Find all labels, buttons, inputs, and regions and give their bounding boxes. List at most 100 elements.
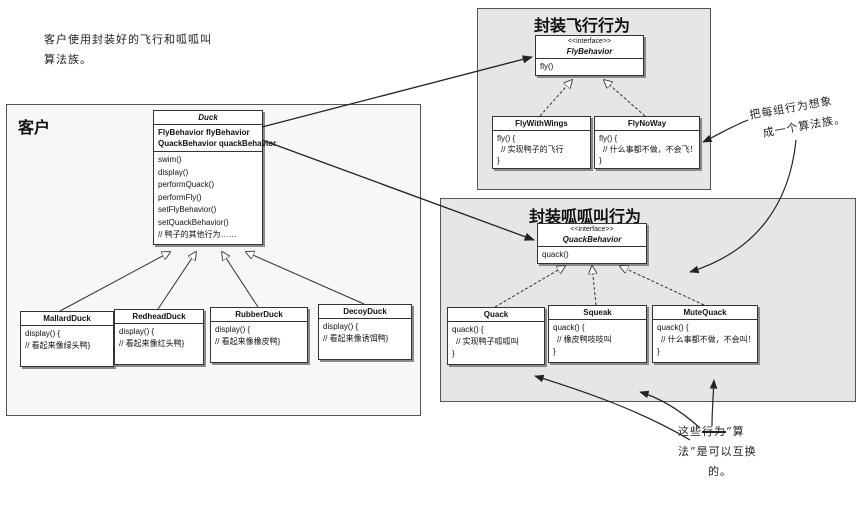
- code-line: // 实现鸭子呱呱叫: [456, 337, 519, 346]
- code-line: fly() {: [497, 134, 516, 143]
- field: FlyBehavior flyBehavior: [158, 128, 250, 137]
- interface-name: QuackBehavior: [562, 235, 622, 244]
- interface-header: <<interface>> FlyBehavior: [536, 36, 643, 59]
- code-line: // 看起来像诱饵鸭}: [323, 334, 389, 343]
- has-a-flybehavior: [261, 55, 534, 128]
- code-line: // 看起来像绿头鸭}: [25, 341, 91, 350]
- implements-squeak: [592, 266, 596, 306]
- method: fly(): [540, 62, 554, 71]
- code-line: }: [452, 349, 455, 358]
- note-pointer-quack-class: [534, 374, 691, 441]
- method: performQuack(): [158, 180, 215, 189]
- note-interchangeable-algorithms: 这些行为“算 法”是可以互换 的。: [678, 422, 757, 482]
- fly-with-wings-class: FlyWithWings fly() { // 实现鸭子的飞行 }: [492, 116, 591, 169]
- note-line: 的。: [678, 462, 757, 482]
- duck-methods: swim() display() performQuack() performF…: [154, 152, 262, 244]
- interface-methods: quack(): [538, 247, 646, 263]
- note-text: 是可以互换: [696, 445, 757, 458]
- stereotype: <<interface>>: [567, 38, 612, 45]
- code-line: quack() {: [553, 323, 585, 332]
- class-name: RubberDuck: [211, 308, 307, 322]
- class-name: FlyNoWay: [595, 117, 699, 131]
- interface-methods: fly(): [536, 59, 643, 75]
- note-pointer-mutequack-class: [709, 379, 718, 427]
- implements-flywithwings: [539, 80, 572, 117]
- method: setFlyBehavior(): [158, 205, 217, 214]
- code-line: fly() {: [599, 134, 618, 143]
- quack-group-title: 封装呱呱叫行为: [529, 209, 642, 226]
- code-line: // 什么事都不做，不会叫！: [661, 335, 756, 344]
- method: display(): [158, 167, 189, 177]
- method: swim(): [158, 155, 182, 164]
- inherit-mallard: [59, 252, 170, 312]
- class-name: Quack: [448, 308, 544, 322]
- code-line: // 什么事都不做，不会飞！: [603, 145, 698, 154]
- has-a-quackbehavior: [261, 139, 535, 241]
- note-pointer-quack: [689, 139, 797, 274]
- method: setQuackBehavior(): [158, 217, 229, 227]
- method: // 鸭子的其他行为……: [158, 230, 237, 239]
- rubber-duck-class: RubberDuck display() { // 看起来像橡皮鸭}: [210, 307, 308, 363]
- note-line: 法”是可以互换: [678, 442, 757, 462]
- class-body: quack() { // 什么事都不做，不会叫！ }: [653, 320, 757, 362]
- code-line: // 橡皮鸭吱吱叫: [557, 335, 612, 344]
- squeak-class: Squeak quack() { // 橡皮鸭吱吱叫 }: [548, 305, 647, 363]
- implements-mutequack: [620, 266, 705, 306]
- duck-fields: FlyBehavior flyBehavior QuackBehavior qu…: [154, 125, 277, 152]
- class-body: quack() { // 实现鸭子呱呱叫 }: [448, 322, 544, 364]
- note-line: 这些行为“算: [678, 422, 757, 442]
- code-line: display() {: [215, 325, 251, 334]
- code-line: }: [497, 156, 500, 165]
- note-line: 客户使用封装好的飞行和呱呱叫: [44, 33, 212, 46]
- note-text: “算: [726, 425, 745, 438]
- fly-group-title: 封装飞行行为: [534, 18, 631, 35]
- note-client-uses-algorithms: 客户使用封装好的飞行和呱呱叫 算法族。: [44, 30, 212, 70]
- class-body: display() { // 看起来像橡皮鸭}: [211, 322, 307, 362]
- class-name: DecoyDuck: [319, 305, 411, 319]
- note-text: 些: [690, 425, 702, 438]
- code-line: }: [599, 156, 602, 165]
- class-body: display() { // 看起来像绿头鸭}: [21, 326, 113, 366]
- quack-behavior-group: [440, 198, 856, 402]
- code-line: // 实现鸭子的飞行: [501, 145, 564, 154]
- code-line: display() {: [25, 329, 61, 338]
- duck-class-name: Duck: [154, 111, 262, 125]
- note-line: 算法族。: [44, 53, 92, 66]
- class-name: RedheadDuck: [115, 310, 203, 324]
- inherit-redhead: [157, 252, 196, 310]
- note-text: 这: [678, 425, 690, 438]
- class-name: MallardDuck: [21, 312, 113, 326]
- mute-quack-class: MuteQuack quack() { // 什么事都不做，不会叫！ }: [652, 305, 758, 363]
- class-body: fly() { // 实现鸭子的飞行 }: [493, 131, 590, 168]
- decoy-duck-class: DecoyDuck display() { // 看起来像诱饵鸭}: [318, 304, 412, 360]
- code-line: }: [553, 347, 556, 356]
- code-line: quack() {: [452, 325, 484, 334]
- class-body: display() { // 看起来像红头鸭}: [115, 324, 203, 364]
- client-group-title: 客户: [18, 120, 51, 137]
- class-name: Duck: [198, 113, 218, 122]
- note-struck-text: 行为: [702, 425, 726, 438]
- mallard-duck-class: MallardDuck display() { // 看起来像绿头鸭}: [20, 311, 114, 367]
- code-line: // 看起来像橡皮鸭}: [215, 337, 281, 346]
- class-name: FlyWithWings: [493, 117, 590, 131]
- class-body: fly() { // 什么事都不做，不会飞！ }: [595, 131, 699, 168]
- fly-behavior-interface: <<interface>> FlyBehavior fly(): [535, 35, 644, 76]
- inherit-decoy: [246, 252, 365, 305]
- class-name: Squeak: [549, 306, 646, 320]
- code-line: // 看起来像红头鸭}: [119, 339, 185, 348]
- note-text: 法”: [678, 445, 697, 458]
- class-body: quack() { // 橡皮鸭吱吱叫 }: [549, 320, 646, 362]
- method: performFly(): [158, 192, 202, 202]
- class-body: display() { // 看起来像诱饵鸭}: [319, 319, 411, 359]
- method: quack(): [542, 250, 569, 259]
- implements-quack: [494, 266, 565, 308]
- note-text: 的。: [708, 465, 732, 478]
- field: QuackBehavior quackBehavior: [158, 139, 277, 148]
- quack-class: Quack quack() { // 实现鸭子呱呱叫 }: [447, 307, 545, 365]
- code-line: quack() {: [657, 323, 689, 332]
- fly-no-way-class: FlyNoWay fly() { // 什么事都不做，不会飞！ }: [594, 116, 700, 169]
- code-line: display() {: [323, 322, 359, 331]
- inherit-rubber: [222, 252, 259, 308]
- note-pointer-fly: [702, 119, 749, 143]
